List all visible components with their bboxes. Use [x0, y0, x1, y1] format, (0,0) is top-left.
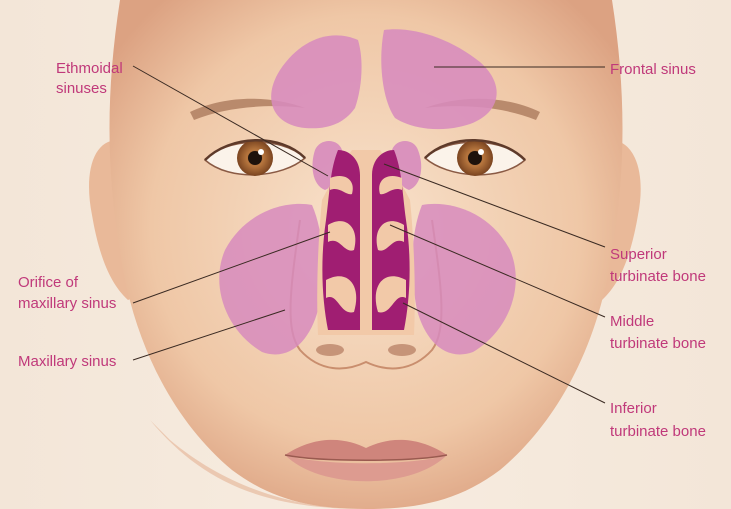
- label-inferior-line2: turbinate bone: [610, 423, 706, 440]
- label-orifice-line2: maxillary sinus: [18, 295, 116, 312]
- label-frontal: Frontal sinus: [610, 61, 696, 78]
- label-middle-line2: turbinate bone: [610, 335, 706, 352]
- label-superior-line1: Superior: [610, 246, 667, 263]
- label-middle-line1: Middle: [610, 313, 654, 330]
- nasal-cavity: [317, 150, 415, 335]
- label-ethmoidal-line1: Ethmoidal: [56, 60, 123, 77]
- label-inferior-line1: Inferior: [610, 400, 657, 417]
- nasal-septum: [360, 150, 372, 332]
- label-ethmoidal-line2: sinuses: [56, 80, 107, 97]
- label-orifice-line1: Orifice of: [18, 274, 79, 291]
- label-maxillary: Maxillary sinus: [18, 353, 116, 370]
- label-superior-line2: turbinate bone: [610, 268, 706, 285]
